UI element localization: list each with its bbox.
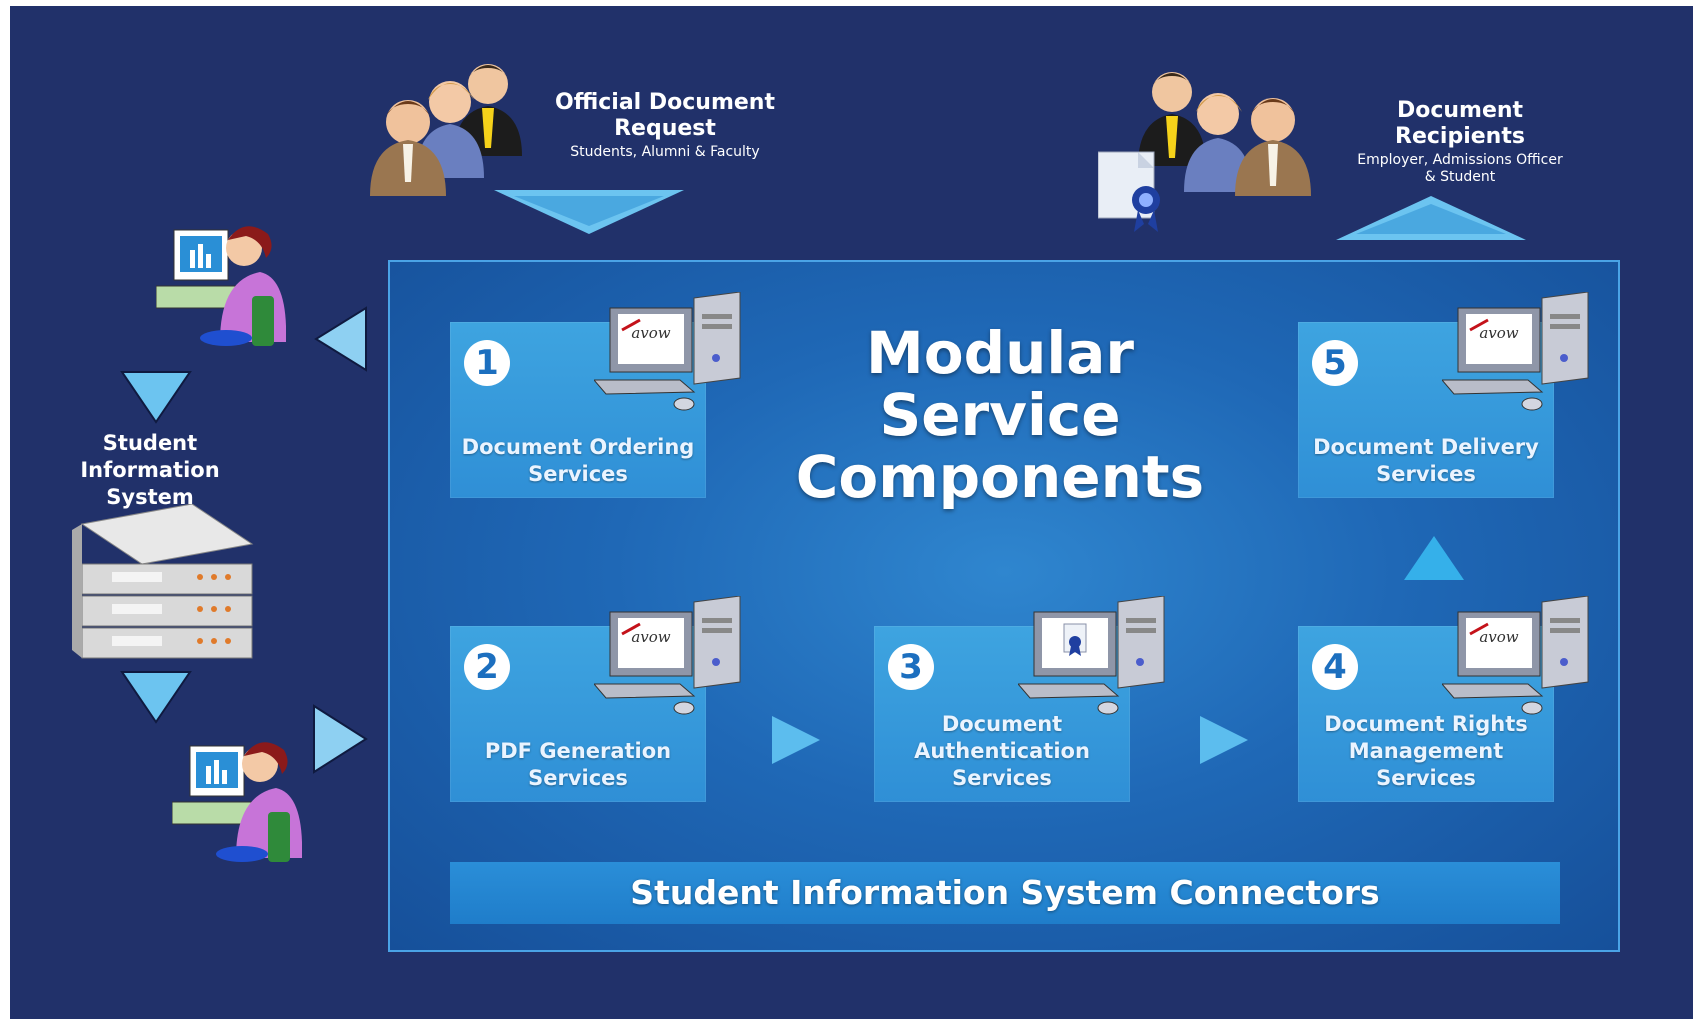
service-number-badge: 3 <box>888 644 934 690</box>
service-tile-document-ordering: 1 avow Document Ordering Services <box>450 292 741 498</box>
down-arrow-icon <box>120 371 192 424</box>
sis-label-line2: System <box>106 485 194 509</box>
service-label: Document Ordering Services <box>450 434 706 488</box>
modular-components-panel: Modular Service Components 1 avow Docume… <box>388 260 1620 952</box>
sis-connectors-bar: Student Information System Connectors <box>450 862 1560 924</box>
up-chevron-arrow-icon <box>1336 196 1526 240</box>
service-label-line2: Management <box>1348 739 1504 763</box>
request-title-line1: Official Document <box>555 90 775 115</box>
sis-label-line1: Student Information <box>80 431 220 482</box>
down-chevron-arrow-icon <box>494 190 684 234</box>
recipients-subtitle-line2: & Student <box>1424 169 1496 185</box>
request-heading: Official Document Request Students, Alum… <box>550 90 780 161</box>
main-title-line2: Service <box>879 381 1121 449</box>
main-title-line3: Components <box>795 443 1205 511</box>
workstation-icon: avow <box>594 292 741 411</box>
computer-user-icon <box>156 226 286 346</box>
recipients-heading: Document Recipients Employer, Admissions… <box>1330 98 1590 186</box>
service-number-badge: 2 <box>464 644 510 690</box>
workstation-icon: avow <box>1442 292 1589 411</box>
recipients-title: Document Recipients <box>1395 98 1525 149</box>
request-title-line2: Request <box>614 116 716 141</box>
service-tile-document-authentication: 3 Document Authentication Services <box>874 596 1165 802</box>
diagram-canvas: Official Document Request Students, Alum… <box>10 6 1693 1019</box>
service-tile-document-rights-management: 4 avow Document Rights Management Servic… <box>1298 596 1589 802</box>
main-title-line1: Modular <box>866 319 1134 387</box>
service-label-line1: Document Delivery <box>1313 435 1539 459</box>
service-label: PDF Generation Services <box>450 738 706 792</box>
computer-user-icon <box>172 742 302 862</box>
server-stack-icon <box>72 504 254 659</box>
request-subtitle: Students, Alumni & Faculty <box>570 144 760 160</box>
service-label-line2: Authentication <box>914 739 1090 763</box>
service-tile-document-delivery: 5 avow Document Delivery Services <box>1298 292 1589 498</box>
logo-text: avow <box>1479 628 1518 646</box>
service-label-line1: PDF Generation <box>484 739 672 763</box>
service-label: Document Authentication Services <box>874 711 1130 792</box>
right-arrow-icon <box>772 716 820 764</box>
service-label: Document Rights Management Services <box>1298 711 1554 792</box>
service-label-line1: Document <box>941 712 1063 736</box>
service-label-line2: Services <box>528 462 628 486</box>
service-label-line2: Services <box>528 766 628 790</box>
right-arrow-icon <box>1200 716 1248 764</box>
service-label: Document Delivery Services <box>1298 434 1554 488</box>
logo-text: avow <box>631 324 670 342</box>
left-arrow-icon <box>314 306 367 372</box>
workstation-certificate-icon <box>1018 596 1165 715</box>
logo-text: avow <box>631 628 670 646</box>
recipients-group-icon <box>1098 72 1311 232</box>
people-group-icon <box>370 64 522 196</box>
workstation-icon: avow <box>594 596 741 715</box>
workstation-icon: avow <box>1442 596 1589 715</box>
recipients-subtitle-line1: Employer, Admissions Officer <box>1357 152 1563 168</box>
service-number-badge: 4 <box>1312 644 1358 690</box>
down-arrow-icon <box>120 671 192 724</box>
service-number-badge: 1 <box>464 340 510 386</box>
service-label-line1: Document Rights <box>1324 712 1528 736</box>
service-label-line3: Services <box>1376 766 1476 790</box>
service-tile-pdf-generation: 2 avow PDF Generation Services <box>450 596 741 802</box>
right-arrow-icon <box>313 704 368 774</box>
main-title: Modular Service Components <box>790 322 1210 508</box>
logo-text: avow <box>1479 324 1518 342</box>
service-number-badge: 5 <box>1312 340 1358 386</box>
sis-label: Student Information System <box>30 430 270 511</box>
up-arrow-icon <box>1404 536 1464 580</box>
service-label-line3: Services <box>952 766 1052 790</box>
service-label-line1: Document Ordering <box>461 435 695 459</box>
service-label-line2: Services <box>1376 462 1476 486</box>
